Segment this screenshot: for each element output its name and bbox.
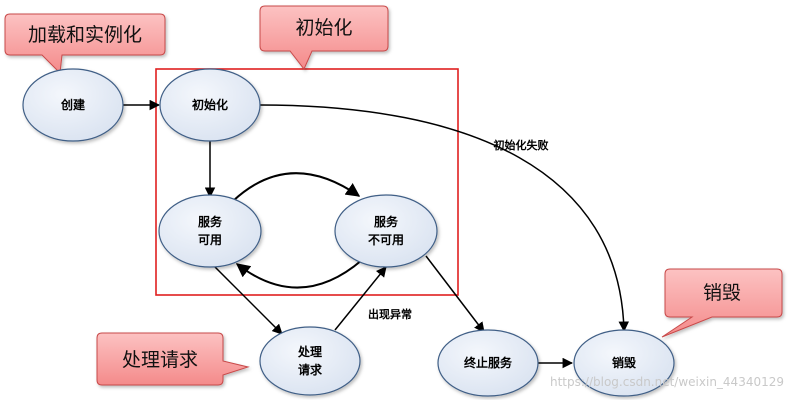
edge-unavailable-to-available [235, 259, 363, 289]
svg-text:请求: 请求 [298, 362, 323, 377]
callout-init [259, 5, 389, 70]
callout-destroy-text: 销毁 [703, 282, 741, 304]
svg-text:不可用: 不可用 [368, 233, 404, 247]
edge-available-to-unavailable [232, 172, 361, 202]
svg-text:终止服务: 终止服务 [464, 355, 513, 370]
callout-init-text: 初始化 [295, 17, 352, 39]
callout-load-text: 加载和实例化 [28, 24, 142, 46]
callout-handle-text: 处理请求 [122, 349, 198, 371]
node-handle-request: 处理 请求 [259, 326, 361, 396]
node-service-available: 服务 可用 [158, 194, 262, 268]
svg-text:服务: 服务 [198, 214, 223, 229]
node-terminate: 终止服务 [437, 329, 539, 397]
svg-text:处理: 处理 [297, 344, 322, 359]
svg-text:销毁: 销毁 [612, 355, 636, 370]
svg-text:初始化: 初始化 [192, 97, 228, 112]
edge-available-to-handle [209, 261, 283, 335]
svg-text:服务: 服务 [374, 214, 399, 229]
node-init: 初始化 [159, 68, 261, 142]
svg-text:可用: 可用 [198, 233, 222, 247]
edge-label-exception: 出现异常 [368, 307, 412, 321]
callout-destroy [661, 268, 783, 338]
node-destroy: 销毁 [573, 329, 675, 397]
node-create: 创建 [22, 68, 124, 142]
callout-handle [96, 332, 250, 386]
edge-init-to-destroy [259, 104, 630, 333]
svg-text:创建: 创建 [60, 97, 86, 112]
node-service-unavailable: 服务 不可用 [334, 194, 438, 268]
edge-handle-to-unavailable [334, 266, 387, 331]
edge-unavailable-to-terminate [425, 255, 485, 333]
callout-load [4, 13, 166, 75]
edge-label-init-failed: 初始化失败 [494, 138, 549, 152]
init-region-frame [155, 68, 459, 296]
watermark: https://blog.csdn.net/weixin_44340129 [550, 375, 784, 389]
